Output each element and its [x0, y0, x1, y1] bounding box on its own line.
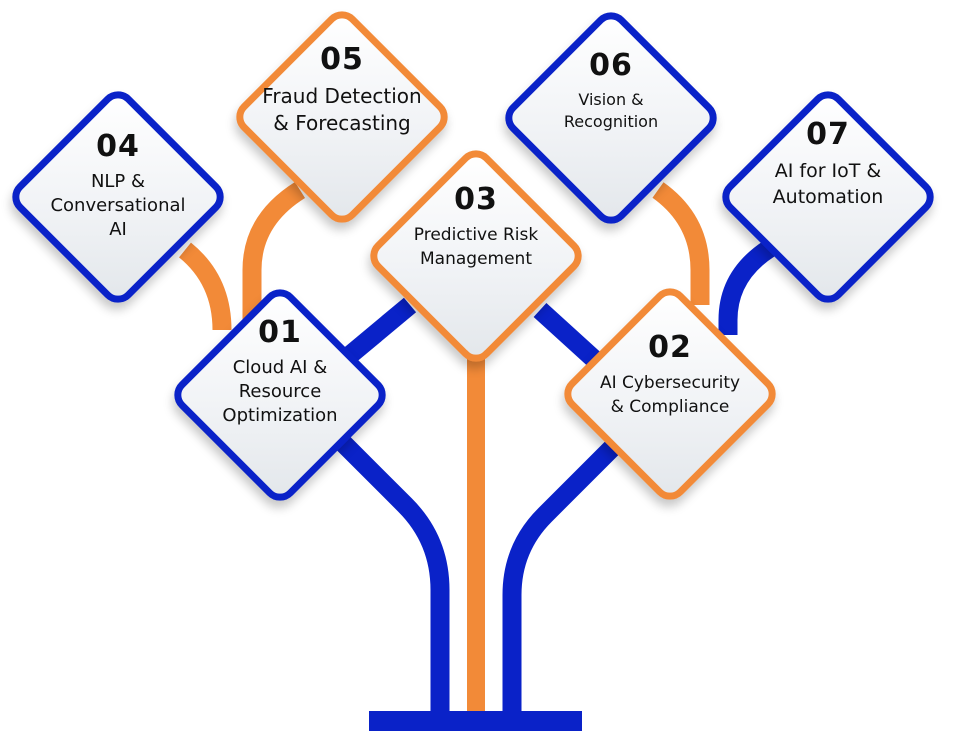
node-number: 07: [806, 117, 850, 152]
node-number: 03: [454, 182, 498, 217]
connector-07-02: [718, 240, 776, 335]
base-bar: [369, 711, 582, 731]
connector-05-01: [242, 181, 306, 320]
connector-01-03: [343, 297, 417, 363]
node-label: Predictive Risk Management: [413, 225, 539, 269]
connector-03-02: [533, 302, 602, 368]
node-label: Fraud Detection & Forecasting: [262, 84, 422, 135]
node-number: 01: [258, 315, 302, 350]
node-label: Vision & Recognition: [563, 90, 659, 131]
node-number: 04: [96, 129, 140, 164]
node-number: 05: [320, 42, 364, 77]
connector-01-trunk: [333, 433, 450, 712]
node-label: Cloud AI & Resource Optimization: [222, 357, 338, 426]
node-number: 06: [589, 48, 633, 83]
connector-02-trunk: [502, 441, 619, 712]
node-label: AI Cybersecurity & Compliance: [599, 373, 741, 417]
connector-04-01: [178, 242, 232, 331]
node-number: 02: [648, 330, 692, 365]
node-label: AI for IoT & Automation: [772, 160, 884, 208]
node-label: NLP & Conversational AI: [50, 171, 186, 240]
connector-06-02: [652, 182, 710, 305]
